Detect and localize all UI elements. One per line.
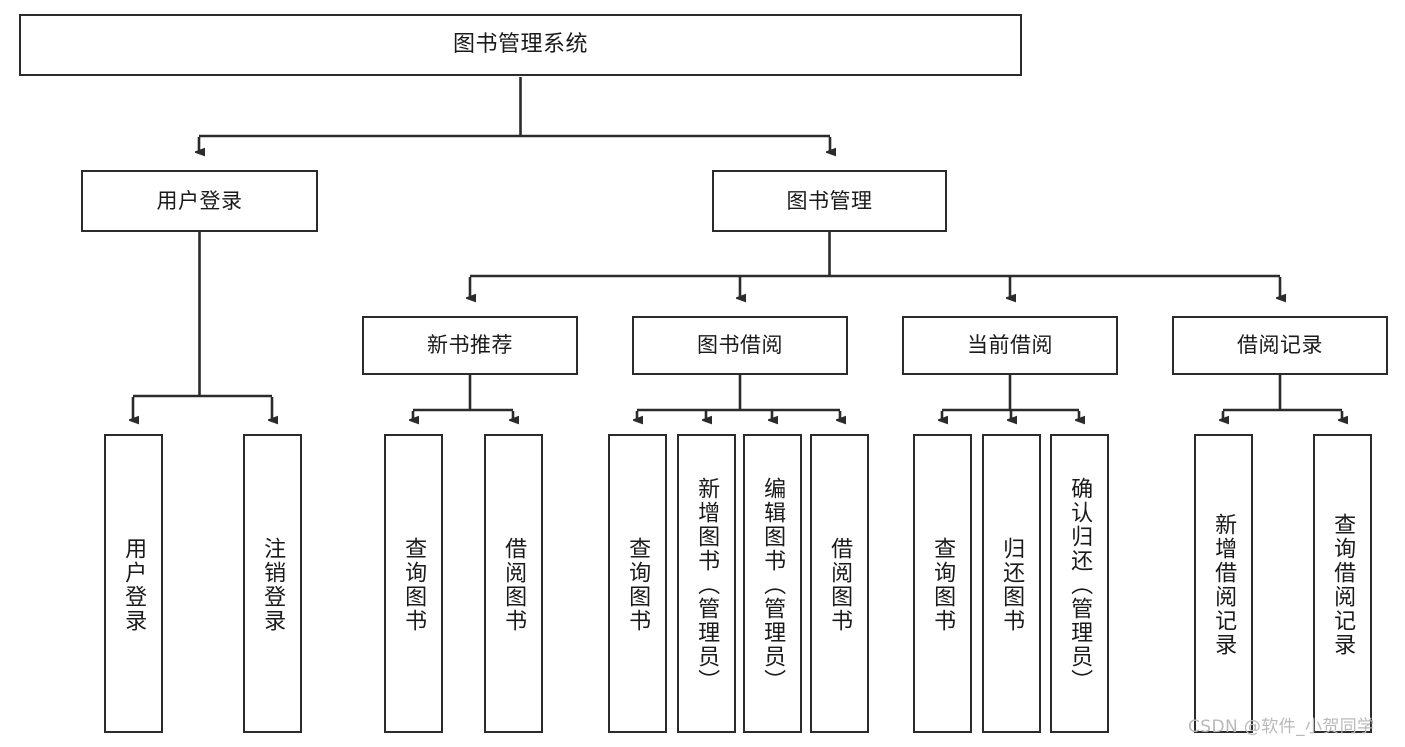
leaf-return-book[interactable]: 归还图书 [982, 434, 1041, 733]
node-label: 查询图书 [930, 536, 956, 633]
node-label: 借阅图书 [501, 536, 527, 633]
node-label: 图书管理 [786, 188, 873, 213]
leaf-logout[interactable]: 注销登录 [243, 434, 302, 733]
node-label: 查询借阅记录 [1330, 512, 1356, 657]
node-label: 新增图书（管理员） [694, 476, 720, 693]
node-label: 借阅记录 [1237, 333, 1323, 358]
node-label: 用户登录 [156, 188, 243, 213]
node-new-book-recommend[interactable]: 新书推荐 [362, 316, 578, 375]
leaf-query-book-borrow[interactable]: 查询图书 [608, 434, 667, 733]
node-label: 查询图书 [625, 536, 651, 633]
leaf-add-borrow-record[interactable]: 新增借阅记录 [1194, 434, 1253, 733]
leaf-add-book-admin[interactable]: 新增图书（管理员） [677, 434, 736, 733]
node-label: 查询图书 [401, 536, 427, 633]
node-label: 归还图书 [999, 536, 1025, 633]
node-label: 注销登录 [260, 536, 286, 633]
leaf-user-login[interactable]: 用户登录 [104, 434, 163, 733]
node-borrow-record[interactable]: 借阅记录 [1172, 316, 1388, 375]
node-root-system[interactable]: 图书管理系统 [19, 14, 1022, 76]
node-label: 借阅图书 [827, 536, 853, 633]
node-book-borrow[interactable]: 图书借阅 [632, 316, 848, 375]
node-label: 图书管理系统 [452, 32, 588, 58]
leaf-query-book-current[interactable]: 查询图书 [913, 434, 972, 733]
leaf-edit-book-admin[interactable]: 编辑图书（管理员） [743, 434, 802, 733]
node-book-management[interactable]: 图书管理 [712, 170, 947, 232]
leaf-borrow-book[interactable]: 借阅图书 [810, 434, 869, 733]
node-label: 用户登录 [121, 536, 147, 633]
leaf-confirm-return-admin[interactable]: 确认归还（管理员） [1050, 434, 1109, 733]
watermark-text: CSDN @软件_小贺同学 [1188, 717, 1375, 737]
node-label: 确认归还（管理员） [1067, 476, 1093, 693]
node-label: 新增借阅记录 [1211, 512, 1237, 657]
leaf-borrow-book-new[interactable]: 借阅图书 [484, 434, 543, 733]
node-current-borrow[interactable]: 当前借阅 [902, 316, 1118, 375]
node-label: 新书推荐 [427, 333, 513, 358]
node-label: 当前借阅 [967, 333, 1053, 358]
leaf-query-borrow-record[interactable]: 查询借阅记录 [1313, 434, 1372, 733]
leaf-query-book-new[interactable]: 查询图书 [384, 434, 443, 733]
node-label: 图书借阅 [697, 333, 783, 358]
node-label: 编辑图书（管理员） [760, 476, 786, 693]
node-user-login[interactable]: 用户登录 [81, 170, 318, 232]
